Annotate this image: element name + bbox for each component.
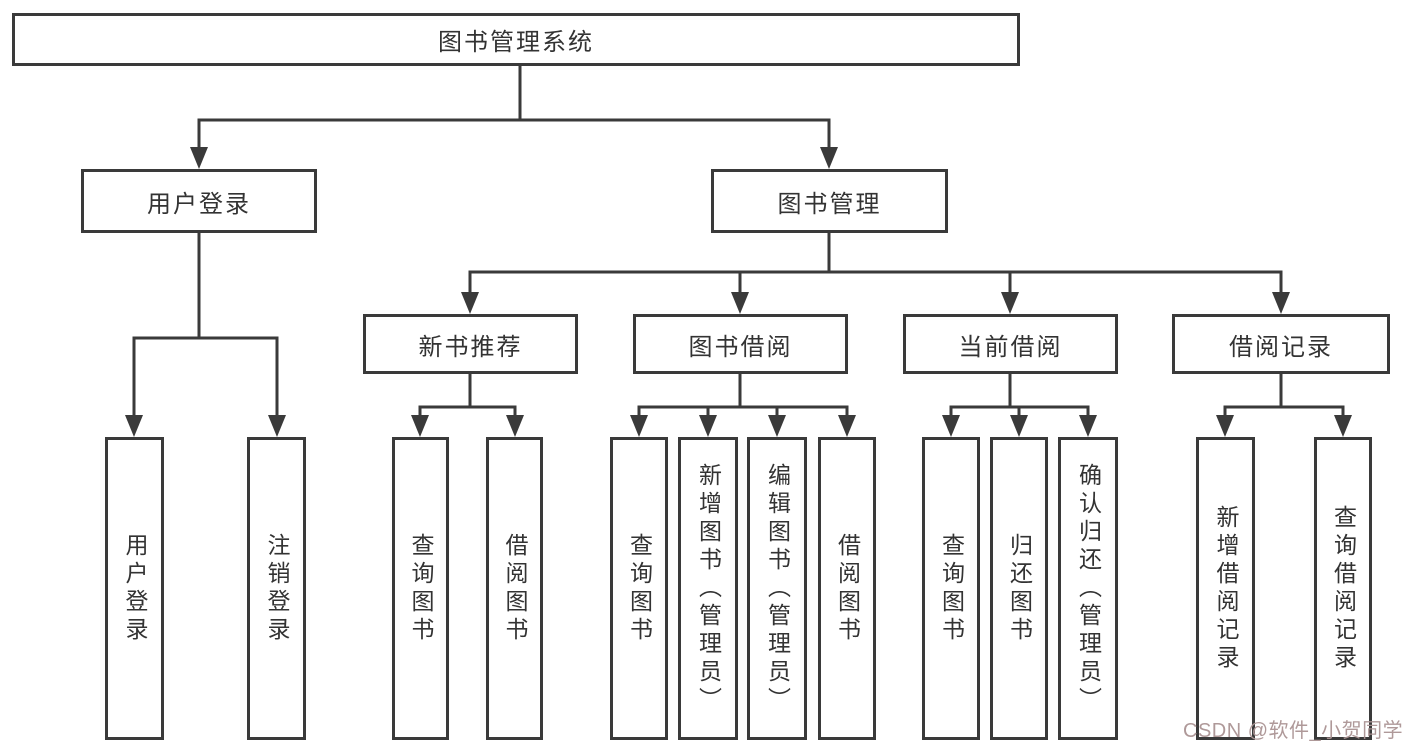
node-current-borrowing: 当前借阅 [903, 314, 1118, 374]
leaf-label: 用户登录 [122, 532, 148, 645]
connector-records-branch [1223, 405, 1345, 419]
arrow-down-icon [268, 415, 286, 437]
node-book-borrowing: 图书借阅 [633, 314, 848, 374]
node-label: 新书推荐 [418, 333, 523, 361]
leaf-borrow-books-recommend: 借阅图书 [486, 437, 543, 740]
leaf-label: 查询图书 [408, 532, 434, 645]
arrow-down-icon [820, 147, 838, 169]
leaf-label: 编辑图书（管理员） [764, 462, 791, 715]
leaf-add-book-admin: 新增图书（管理员） [678, 437, 738, 740]
arrow-down-icon [461, 292, 479, 314]
leaf-add-borrow-record: 新增借阅记录 [1196, 437, 1255, 740]
connector-userlogin-branch [132, 336, 279, 419]
leaf-label: 查询图书 [626, 532, 653, 645]
leaf-logout: 注销登录 [247, 437, 306, 740]
connector-newbook-branch [418, 405, 517, 419]
arrow-down-icon [1216, 415, 1234, 437]
leaf-query-books-current: 查询图书 [922, 437, 980, 740]
leaf-return-book: 归还图书 [990, 437, 1048, 740]
leaf-label: 查询图书 [938, 532, 965, 645]
node-new-book-recommendation: 新书推荐 [363, 314, 578, 374]
leaf-label: 查询借阅记录 [1330, 504, 1357, 673]
leaf-label: 借阅图书 [834, 532, 861, 645]
arrow-down-icon [411, 415, 429, 437]
leaf-user-login: 用户登录 [105, 437, 164, 740]
arrow-down-icon [1334, 415, 1352, 437]
csdn-watermark: CSDN @软件_小贺同学 [1183, 720, 1404, 742]
leaf-label: 新增借阅记录 [1213, 504, 1239, 673]
leaf-label: 注销登录 [264, 532, 290, 645]
leaf-query-books-borrow: 查询图书 [610, 437, 668, 740]
node-borrowing-records: 借阅记录 [1172, 314, 1390, 374]
arrow-down-icon [1010, 415, 1028, 437]
connector-current-branch [949, 405, 1090, 419]
node-label: 借阅记录 [1229, 333, 1333, 361]
node-label: 图书管理系统 [438, 29, 594, 56]
node-label: 用户登录 [147, 190, 251, 218]
leaf-label: 确认归还（管理员） [1075, 462, 1102, 715]
node-user-login: 用户登录 [81, 169, 317, 233]
connector-root-branch [197, 118, 831, 150]
arrow-down-icon [838, 415, 856, 437]
connector-borrow-branch [637, 405, 849, 419]
leaf-label: 借阅图书 [502, 532, 528, 645]
arrow-down-icon [768, 415, 786, 437]
leaf-query-books-recommend: 查询图书 [392, 437, 449, 740]
arrow-down-icon [699, 415, 717, 437]
arrow-down-icon [630, 415, 648, 437]
arrow-down-icon [942, 415, 960, 437]
arrow-down-icon [125, 415, 143, 437]
node-library-management-system: 图书管理系统 [12, 13, 1020, 66]
leaf-label: 新增图书（管理员） [695, 462, 722, 715]
arrow-down-icon [506, 415, 524, 437]
connector-bookmgmt-branch [468, 270, 1283, 296]
node-label: 当前借阅 [958, 333, 1063, 361]
leaf-edit-book-admin: 编辑图书（管理员） [747, 437, 807, 740]
arrow-down-icon [1272, 292, 1290, 314]
arrow-down-icon [1001, 292, 1019, 314]
node-label: 图书管理 [777, 190, 882, 218]
arrow-down-icon [190, 147, 208, 169]
leaf-confirm-return-admin: 确认归还（管理员） [1058, 437, 1118, 740]
leaf-label: 归还图书 [1006, 532, 1033, 645]
arrow-down-icon [731, 292, 749, 314]
node-book-management: 图书管理 [711, 169, 948, 233]
arrow-down-icon [1079, 415, 1097, 437]
leaf-query-borrow-record: 查询借阅记录 [1314, 437, 1372, 740]
node-label: 图书借阅 [688, 333, 793, 361]
leaf-borrow-books: 借阅图书 [818, 437, 876, 740]
